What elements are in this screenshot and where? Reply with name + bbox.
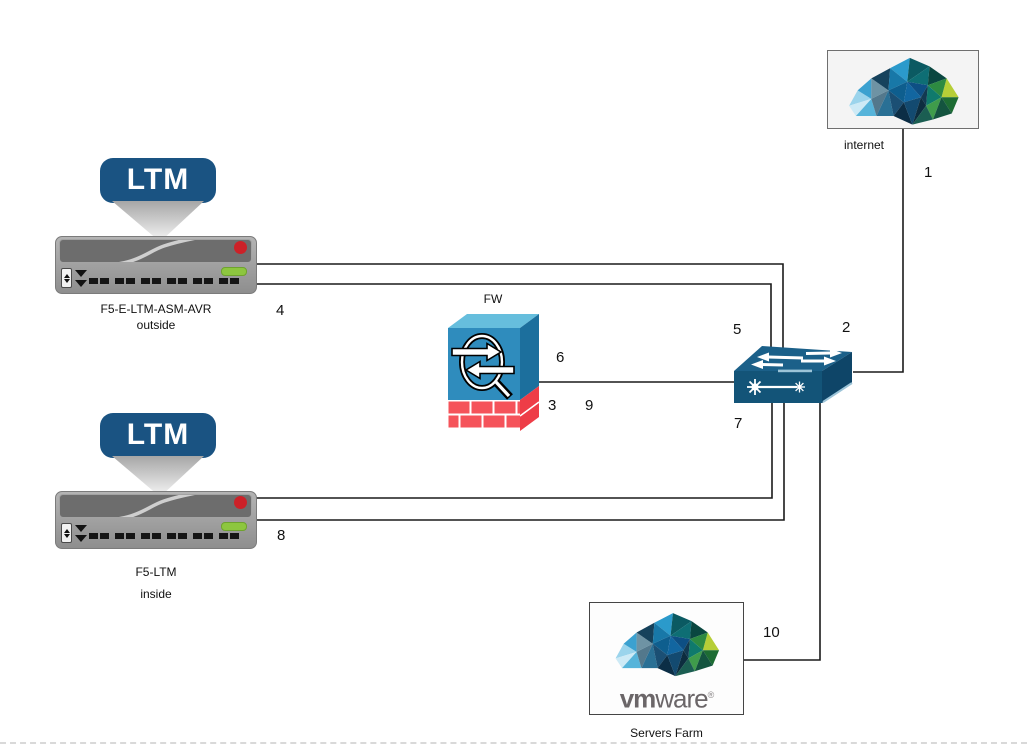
link-label-5: 5: [733, 321, 742, 338]
link-label-2: 2: [842, 319, 851, 336]
f5-bezel: [59, 494, 252, 518]
chevron-icon: [75, 270, 87, 277]
f5-outside-name: F5-E-LTM-ASM-AVR: [100, 302, 212, 316]
internet-label: internet: [843, 138, 885, 152]
f5-bezel: [59, 239, 252, 263]
f5-inside-zone: inside: [140, 587, 172, 601]
power-led-red: [234, 496, 247, 509]
internet-cloud-box[interactable]: [827, 50, 979, 129]
chevron-icon: [75, 280, 87, 287]
port-row: [89, 278, 239, 284]
link-f5-inside-to-switch-a[interactable]: [256, 401, 773, 499]
power-led-red: [234, 241, 247, 254]
link-label-7: 7: [734, 415, 743, 432]
f5-outside-zone: outside: [136, 318, 176, 332]
page-boundary-dashed-line: [0, 742, 1027, 744]
status-led-green: [221, 522, 247, 531]
servers-farm-box[interactable]: vmware®: [589, 602, 744, 715]
vmware-cloud-icon: [615, 613, 720, 677]
drive-bay-icon: [61, 268, 72, 288]
f5-inside-appliance-icon[interactable]: [55, 491, 257, 549]
link-label-4: 4: [276, 302, 285, 319]
drive-bay-icon: [61, 523, 72, 543]
chevron-icon: [75, 525, 87, 532]
vmware-wordmark: vmware®: [619, 683, 715, 714]
f5-inside-name: F5-LTM: [135, 565, 177, 579]
link-f5-outside-to-switch-a[interactable]: [255, 263, 784, 348]
f5-outside-appliance-icon[interactable]: [55, 236, 257, 294]
servers-farm-label: Servers Farm: [630, 726, 703, 740]
link-f5-outside-to-switch-b[interactable]: [255, 283, 772, 348]
port-row: [89, 533, 239, 539]
chevron-icon: [75, 535, 87, 542]
link-label-9: 9: [585, 397, 594, 414]
vmware-cloud-icon: [849, 57, 959, 125]
link-label-6: 6: [556, 349, 565, 366]
link-label-10: 10: [763, 624, 780, 641]
f5-outside-ltm-badge: LTM: [100, 158, 216, 203]
link-label-8: 8: [277, 527, 286, 544]
switch-icon[interactable]: [734, 346, 853, 403]
f5-inside-ltm-badge: LTM: [100, 413, 216, 458]
link-label-1: 1: [924, 164, 933, 181]
firewall-icon[interactable]: [448, 314, 540, 431]
link-f5-inside-to-switch-b[interactable]: [256, 401, 785, 521]
link-internet-to-switch[interactable]: [853, 128, 904, 373]
firewall-label: FW: [483, 292, 503, 306]
status-led-green: [221, 267, 247, 276]
link-label-3: 3: [548, 397, 557, 414]
link-switch-to-servers-farm[interactable]: [742, 401, 821, 661]
